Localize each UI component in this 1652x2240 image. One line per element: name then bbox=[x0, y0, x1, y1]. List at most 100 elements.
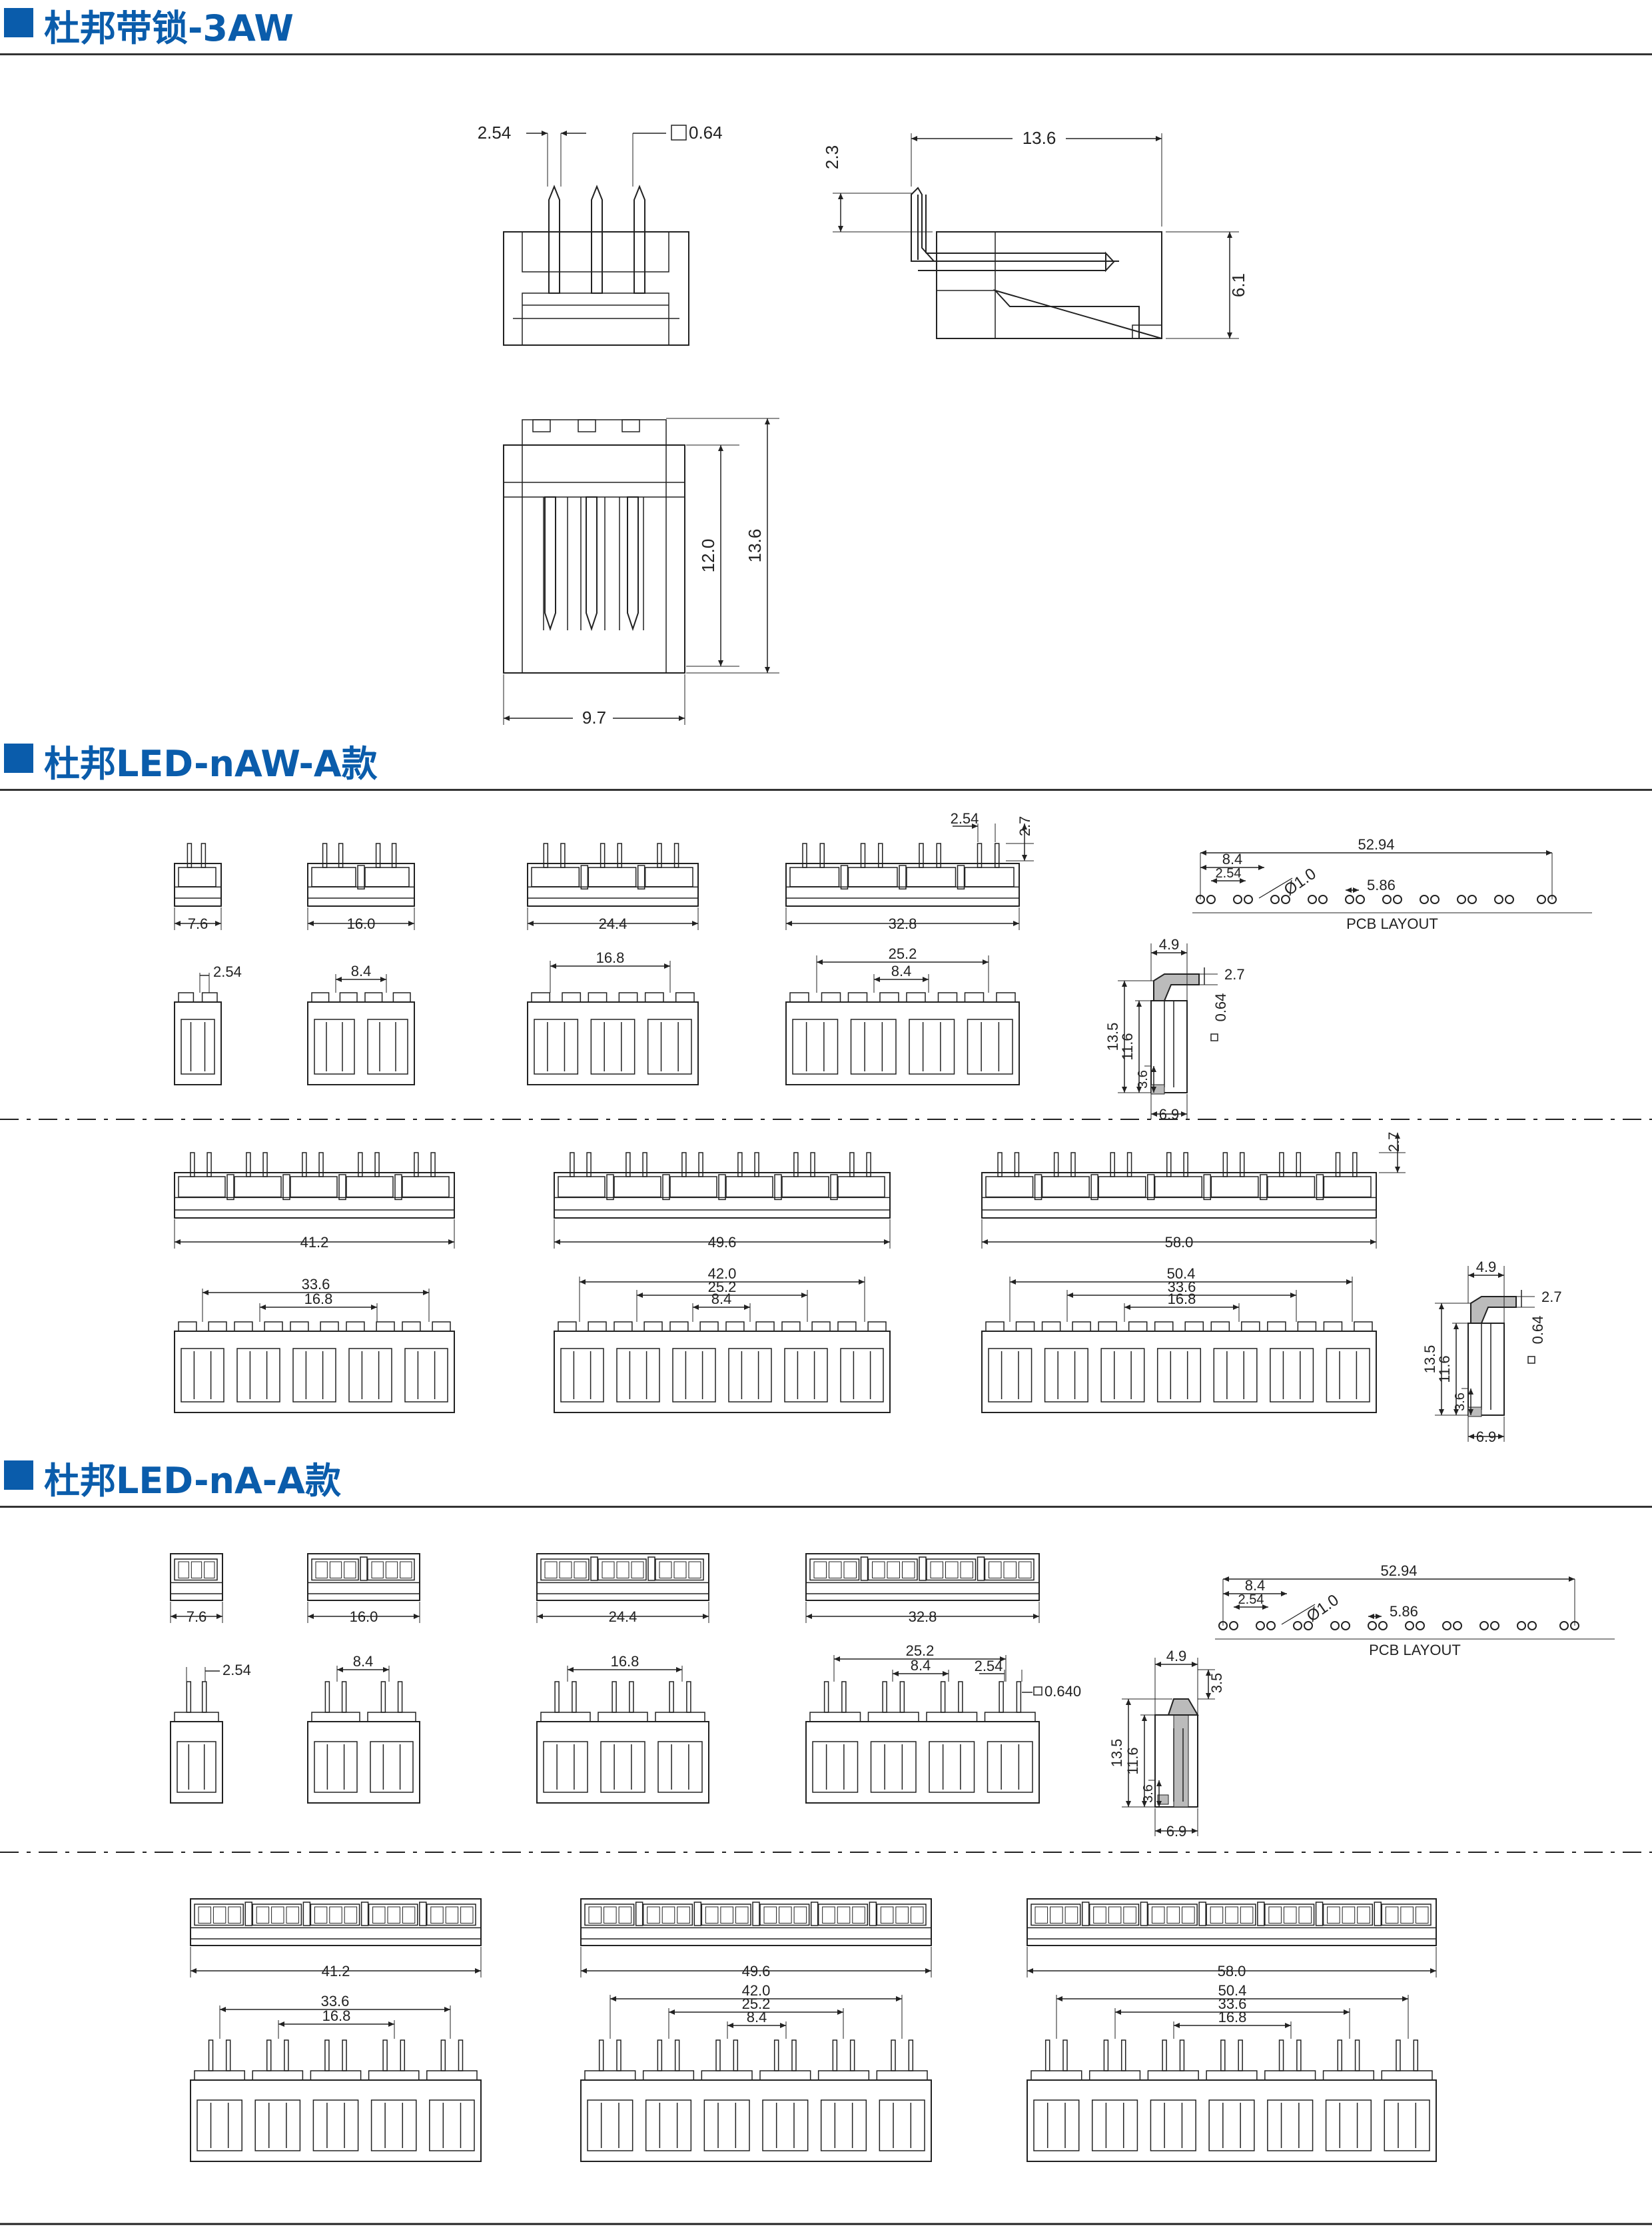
dimension-arrow bbox=[693, 1305, 699, 1310]
separator-rib bbox=[1203, 1174, 1212, 1201]
pin-collar bbox=[540, 1712, 591, 1722]
pin-collar bbox=[809, 1712, 861, 1722]
housing-outline bbox=[580, 2079, 932, 2162]
pcb-hole bbox=[1281, 895, 1290, 904]
contact-pin bbox=[440, 2039, 446, 2071]
pcb-hole bbox=[1206, 895, 1216, 904]
latch-tab bbox=[847, 992, 868, 1003]
separator-rib bbox=[635, 1902, 643, 1926]
housing-outline bbox=[805, 1721, 1040, 1804]
contact-pin bbox=[1110, 1152, 1115, 1177]
contact-cavity bbox=[792, 1019, 839, 1075]
latch-tab bbox=[1154, 1321, 1174, 1332]
dimension-arrow bbox=[911, 136, 917, 141]
latch-tab bbox=[837, 1321, 857, 1332]
dimension-label: 52.94 bbox=[1380, 1562, 1417, 1579]
contact-pin bbox=[617, 843, 622, 868]
contact-pin bbox=[318, 1152, 324, 1177]
dimension-arrow bbox=[1033, 1614, 1039, 1619]
dimension-label: 24.4 bbox=[609, 1608, 637, 1625]
contact-pin bbox=[1014, 1152, 1020, 1177]
dimension-arrow bbox=[1453, 1323, 1459, 1329]
separator-rib bbox=[718, 1174, 726, 1201]
contact-pin bbox=[572, 1681, 577, 1713]
separator-rib bbox=[647, 1556, 655, 1581]
lock-window bbox=[1088, 1904, 1140, 1926]
dimension-arrow bbox=[336, 977, 342, 982]
contact-cavity bbox=[181, 1348, 224, 1402]
dimension-arrow bbox=[972, 824, 978, 829]
dimension-arrow bbox=[817, 959, 823, 965]
pin-collar bbox=[310, 2070, 362, 2081]
dimension-label: 12.0 bbox=[698, 539, 718, 573]
housing-outline bbox=[1027, 2079, 1437, 2162]
cavity-slot bbox=[1093, 1906, 1106, 1924]
contact-pin bbox=[919, 843, 924, 868]
contact-pin bbox=[878, 843, 883, 868]
dimension-label: 33.6 bbox=[302, 1276, 330, 1293]
dimension-label: 4.9 bbox=[1166, 1648, 1187, 1664]
housing-outline bbox=[503, 231, 689, 346]
dimension-label: 2.54 bbox=[213, 963, 242, 980]
dimension-arrow bbox=[664, 963, 670, 969]
latch-tab bbox=[867, 1321, 887, 1332]
contact-pin bbox=[430, 1152, 436, 1177]
dimension-arrow bbox=[504, 716, 510, 721]
housing-outline bbox=[554, 1172, 891, 1219]
latch-tab bbox=[964, 992, 985, 1003]
contact-pin bbox=[544, 496, 556, 632]
dimension-arrow bbox=[765, 418, 770, 424]
housing-outline bbox=[981, 1172, 1377, 1219]
contact-cavity bbox=[703, 2099, 750, 2151]
dimension-label: Ø1.0 bbox=[1304, 1591, 1342, 1626]
pcb-hole bbox=[1479, 1621, 1489, 1630]
dimension-arrow bbox=[1206, 1693, 1211, 1699]
cavity-slot bbox=[329, 1906, 342, 1924]
dimension-arrow bbox=[1262, 1604, 1268, 1610]
cavity-slot bbox=[631, 1561, 644, 1578]
dimension-arrow bbox=[1200, 865, 1206, 870]
lock-window bbox=[1381, 1904, 1432, 1926]
contact-cavity bbox=[1033, 2099, 1080, 2151]
housing-outline bbox=[936, 231, 1162, 339]
lock-window bbox=[1264, 1904, 1315, 1926]
separator-rib bbox=[830, 1174, 838, 1201]
contact-pin bbox=[733, 2039, 739, 2071]
dimension-arrow bbox=[444, 2007, 450, 2012]
contact-pin bbox=[819, 843, 825, 868]
dimension-label: 5.86 bbox=[1367, 877, 1396, 893]
lock-window bbox=[310, 1904, 360, 1926]
dimension-arrow bbox=[175, 921, 181, 926]
contact-pin bbox=[1238, 2039, 1243, 2071]
lock-window bbox=[809, 1558, 860, 1581]
dimension-label: 13.5 bbox=[1104, 1023, 1121, 1051]
pin-tip bbox=[1105, 251, 1115, 273]
pcb-hole bbox=[1405, 1621, 1414, 1630]
dimension-label: 42.0 bbox=[708, 1265, 737, 1282]
dimension-arrow bbox=[1192, 1662, 1198, 1667]
contact-pin bbox=[338, 843, 344, 868]
latch-tab bbox=[311, 992, 330, 1003]
cavity-slot bbox=[793, 1906, 807, 1924]
contact-pin bbox=[600, 843, 606, 868]
lock-window bbox=[926, 1558, 977, 1581]
dimension-arrow bbox=[1498, 1434, 1504, 1439]
cavity-slot bbox=[602, 1561, 615, 1578]
contact-pin bbox=[1044, 2039, 1050, 2071]
cavity-slot bbox=[191, 1561, 203, 1578]
latch-tab bbox=[588, 1321, 607, 1332]
contact-pin bbox=[629, 1681, 634, 1713]
dimension-arrow bbox=[1468, 1434, 1474, 1439]
inner-window bbox=[522, 231, 669, 273]
latch-tab bbox=[320, 1321, 339, 1332]
lock-window bbox=[964, 867, 1015, 887]
contact-pin bbox=[627, 496, 639, 632]
drawing-na-row2-top: 33.616.842.025.28.450.433.616.8 bbox=[190, 1982, 1437, 2162]
cavity-slot bbox=[872, 1561, 885, 1578]
dimension-arrow bbox=[982, 1239, 988, 1245]
pcb-hole bbox=[1330, 1621, 1340, 1630]
dimension-label: 6.9 bbox=[1166, 1823, 1187, 1840]
dimension-label: 58.0 bbox=[1165, 1234, 1194, 1251]
housing-outline bbox=[527, 863, 699, 907]
pin-collar bbox=[1088, 2070, 1141, 2081]
